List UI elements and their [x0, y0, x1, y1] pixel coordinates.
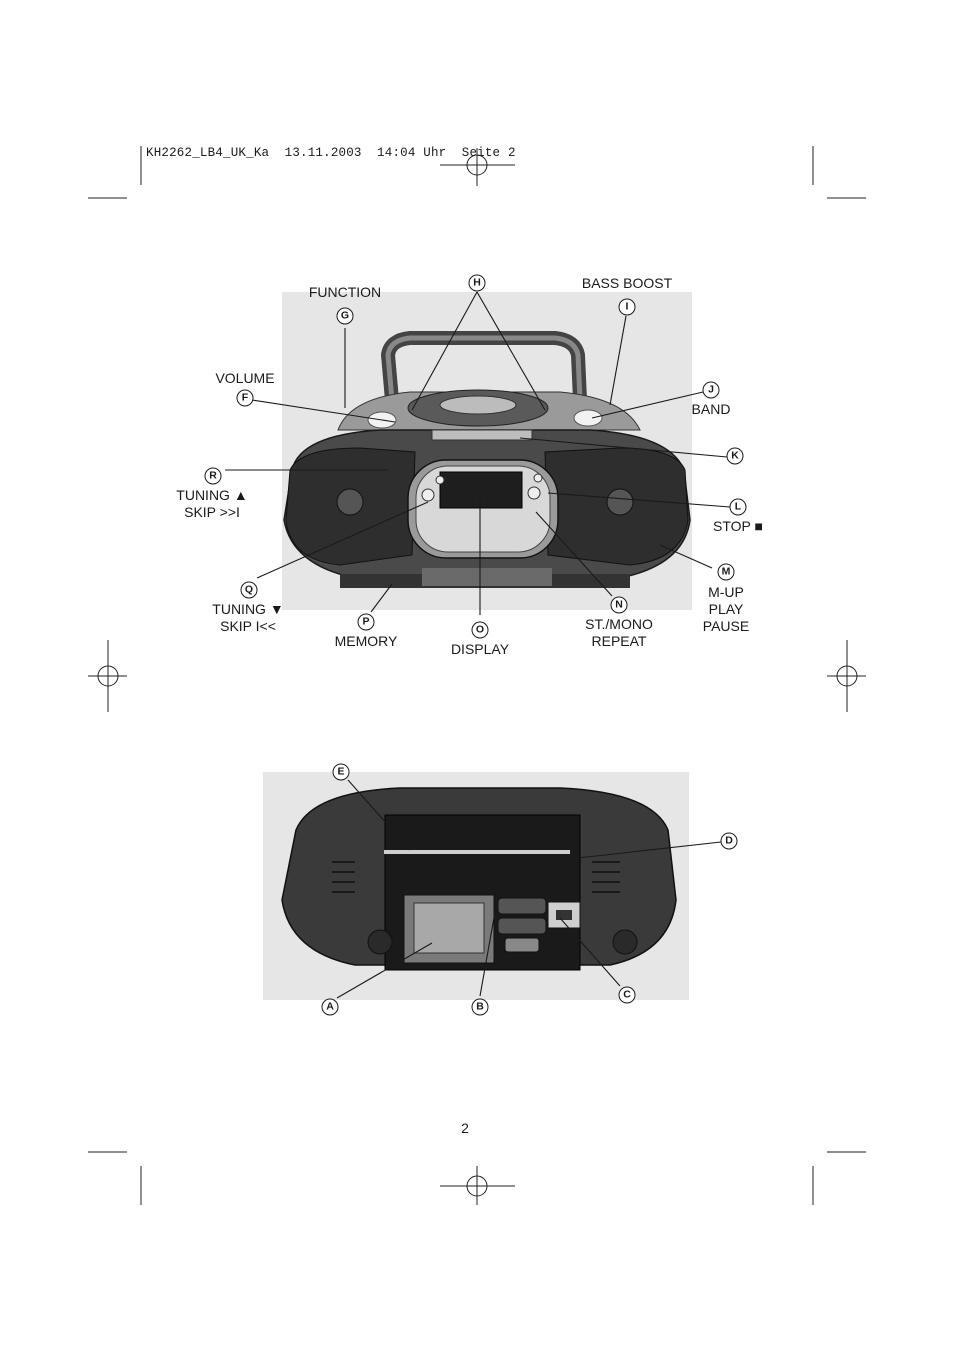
- marker-l: L: [729, 498, 747, 516]
- boombox-front-illustration: [283, 331, 691, 588]
- marker-j: J: [702, 381, 720, 399]
- marker-n: N: [610, 596, 628, 614]
- label-function: FUNCTION: [308, 284, 382, 300]
- marker-a: A: [321, 998, 339, 1016]
- label-memory: MEMORY: [334, 633, 398, 649]
- label-pause: PAUSE: [702, 618, 750, 634]
- label-stop: STOP ■: [713, 518, 763, 534]
- label-skip-back: SKIP I<<: [220, 618, 276, 634]
- marker-g: G: [336, 307, 354, 325]
- marker-k: K: [726, 447, 744, 465]
- file-slug: KH2262_LB4_UK_Ka 13.11.2003 14:04 Uhr Se…: [146, 146, 516, 160]
- label-tuning-up: TUNING ▲: [176, 487, 248, 503]
- marker-c: C: [618, 986, 636, 1004]
- front-callout-lines: [225, 291, 731, 615]
- label-tuning-down: TUNING ▼: [212, 601, 284, 617]
- marker-p: P: [357, 613, 375, 631]
- marker-f: F: [236, 389, 254, 407]
- label-stmono-group: ST./MONO REPEAT: [585, 616, 653, 650]
- label-display: DISPLAY: [450, 641, 510, 657]
- label-tuning-up-group: TUNING ▲ SKIP >>I: [176, 487, 247, 521]
- label-repeat: REPEAT: [591, 633, 647, 649]
- marker-d: D: [720, 832, 738, 850]
- label-band: BAND: [691, 401, 731, 417]
- marker-m: M: [717, 563, 735, 581]
- label-bass-boost: BASS BOOST: [581, 275, 673, 291]
- page-number: 2: [461, 1120, 469, 1136]
- label-stmono: ST./MONO: [585, 616, 653, 632]
- label-volume: VOLUME: [215, 370, 275, 386]
- marker-e: E: [332, 763, 350, 781]
- label-play: PLAY: [708, 601, 744, 617]
- marker-b: B: [471, 998, 489, 1016]
- crop-marks: [88, 146, 866, 1205]
- marker-i: I: [618, 298, 636, 316]
- back-callout-lines: [336, 779, 722, 999]
- label-mup: M-UP: [708, 584, 744, 600]
- marker-o: O: [471, 621, 489, 639]
- marker-h: H: [468, 274, 486, 292]
- marker-q: Q: [240, 581, 258, 599]
- label-skip-fwd: SKIP >>I: [184, 504, 240, 520]
- boombox-back-illustration: [281, 787, 677, 971]
- label-mup-group: M-UP PLAY PAUSE: [703, 584, 749, 635]
- label-tuning-down-group: TUNING ▼ SKIP I<<: [212, 601, 283, 635]
- marker-r: R: [204, 467, 222, 485]
